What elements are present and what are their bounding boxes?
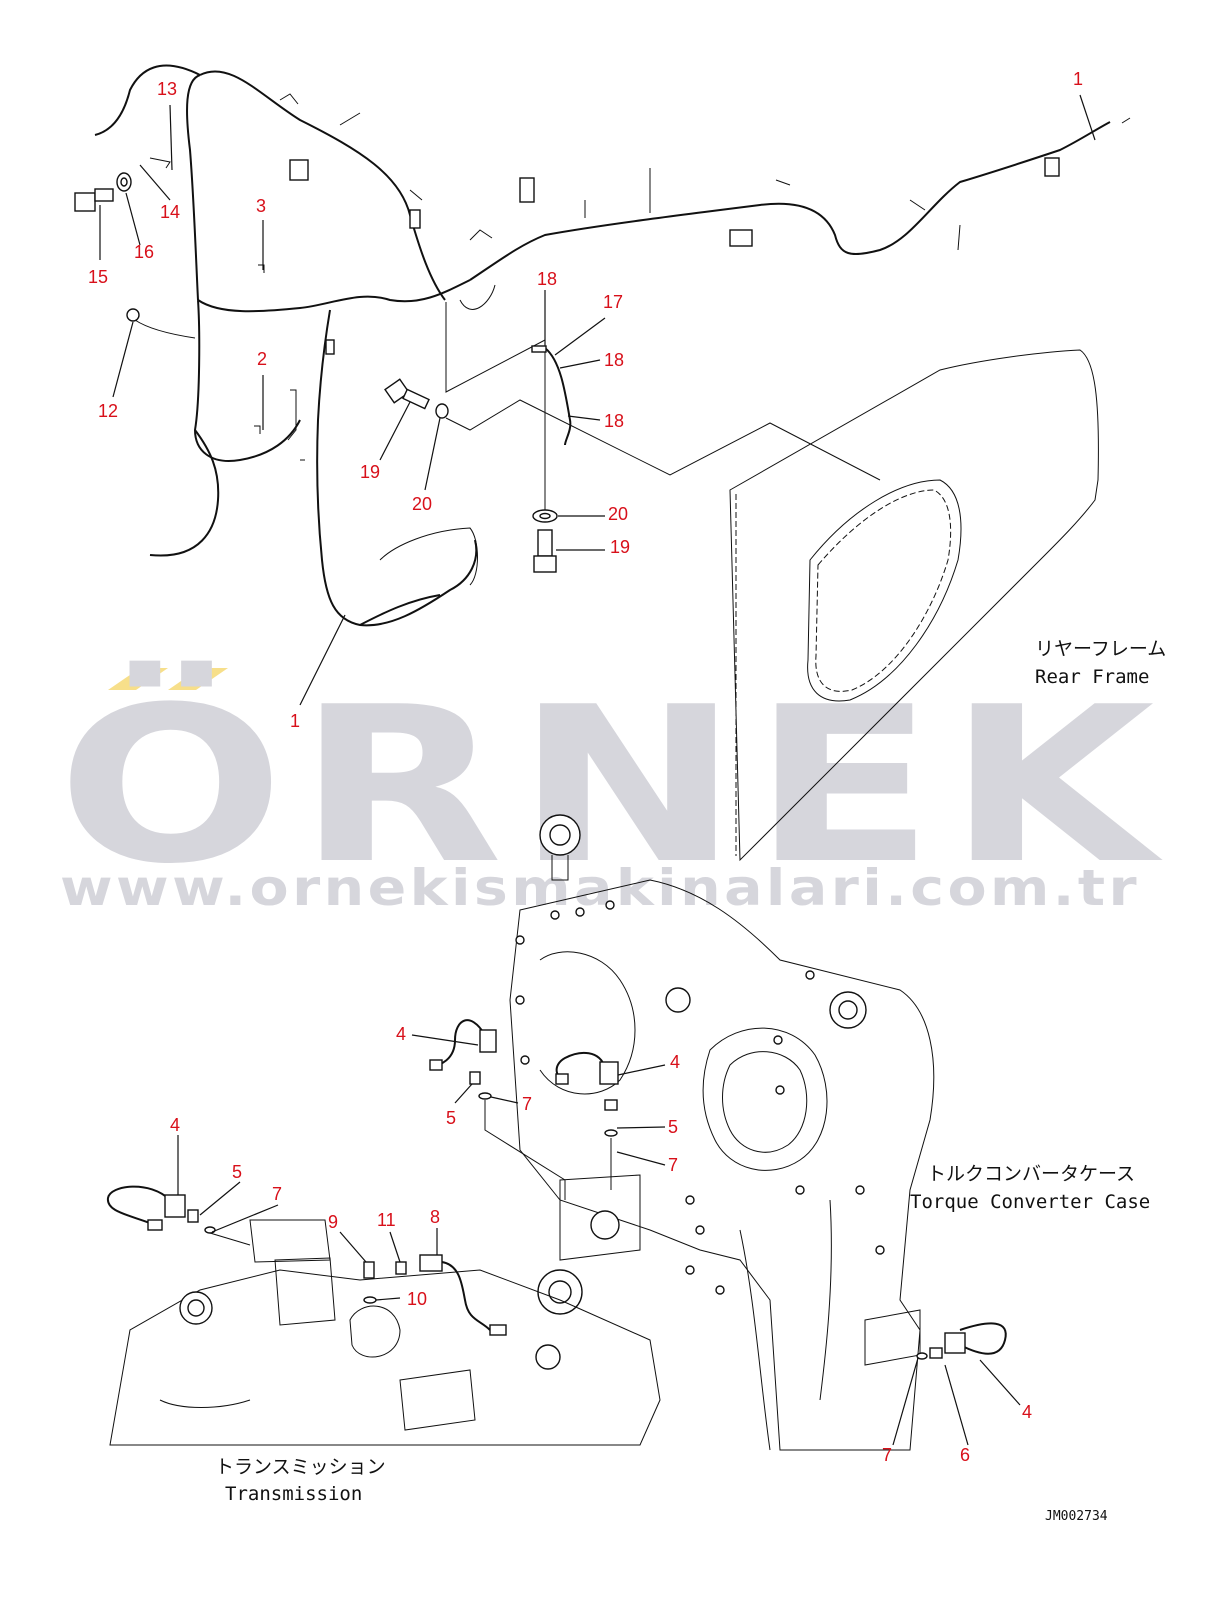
watermark-url: www.ornekismakinalari.com.tr [60,859,1140,917]
callout-5-b: 5 [668,1117,678,1137]
callout-15: 15 [88,267,108,287]
caption-torque-converter-en: Torque Converter Case [910,1191,1150,1213]
callout-8: 8 [430,1207,440,1227]
callout-14: 14 [160,202,180,222]
main-wiring-harness [94,64,1131,627]
sensor-assemblies [106,1019,1007,1360]
callout-18-a: 18 [537,269,557,289]
case-bolts [515,900,885,1295]
callout-12: 12 [98,401,118,421]
callout-5-a: 5 [446,1108,456,1128]
callout-20-b: 20 [608,504,628,524]
callout-4-d: 4 [1022,1402,1032,1422]
callout-7-a: 7 [522,1094,532,1114]
callout-18-b: 18 [604,350,624,370]
rear-frame-outline [729,349,1099,862]
callout-4-a: 4 [396,1024,406,1044]
watermark-accent-right [168,668,228,690]
callout-9: 9 [328,1212,338,1232]
component-captions: リヤーフレーム Rear Frame トルクコンバータケース Torque Co… [215,638,1166,1524]
leader-lines [99,94,1096,1446]
callout-7-d: 7 [882,1445,892,1465]
callouts: 1 13 14 15 16 3 2 12 1 18 17 18 18 19 20… [88,69,1083,1465]
callout-3: 3 [256,196,266,216]
callout-18-c: 18 [604,411,624,431]
hardware-top [74,157,572,573]
callout-2: 2 [257,349,267,369]
caption-rear-frame-jp: リヤーフレーム [1035,638,1166,660]
callout-17: 17 [603,292,623,312]
transmission-body [109,1219,661,1446]
callout-16: 16 [134,242,154,262]
watermark-accent-left [108,668,168,690]
caption-transmission-jp: トランスミッション [215,1456,386,1478]
watermark-brand: ÖRNEK [57,660,1167,911]
caption-torque-converter-jp: トルクコンバータケース [927,1163,1135,1185]
callout-19-b: 19 [610,537,630,557]
callout-13: 13 [157,79,177,99]
callout-11: 11 [377,1210,396,1230]
callout-7-b: 7 [668,1155,678,1175]
watermark: ÖRNEK www.ornekismakinalari.com.tr [57,660,1167,917]
callout-19-a: 19 [360,462,380,482]
callout-20-a: 20 [412,494,432,514]
assembly-guide-lines [445,302,881,510]
callout-4-b: 4 [670,1052,680,1072]
torque-converter-case [509,814,935,1451]
callout-6: 6 [960,1445,970,1465]
callout-1-bottom: 1 [290,711,300,731]
callout-5-c: 5 [232,1162,242,1182]
callout-7-c: 7 [272,1184,282,1204]
callout-4-c: 4 [170,1115,180,1135]
callout-1-top: 1 [1073,69,1083,89]
caption-rear-frame-en: Rear Frame [1035,666,1149,688]
callout-10: 10 [407,1289,427,1309]
caption-transmission-en: Transmission [225,1483,362,1505]
drawing-code: JM002734 [1045,1509,1108,1524]
